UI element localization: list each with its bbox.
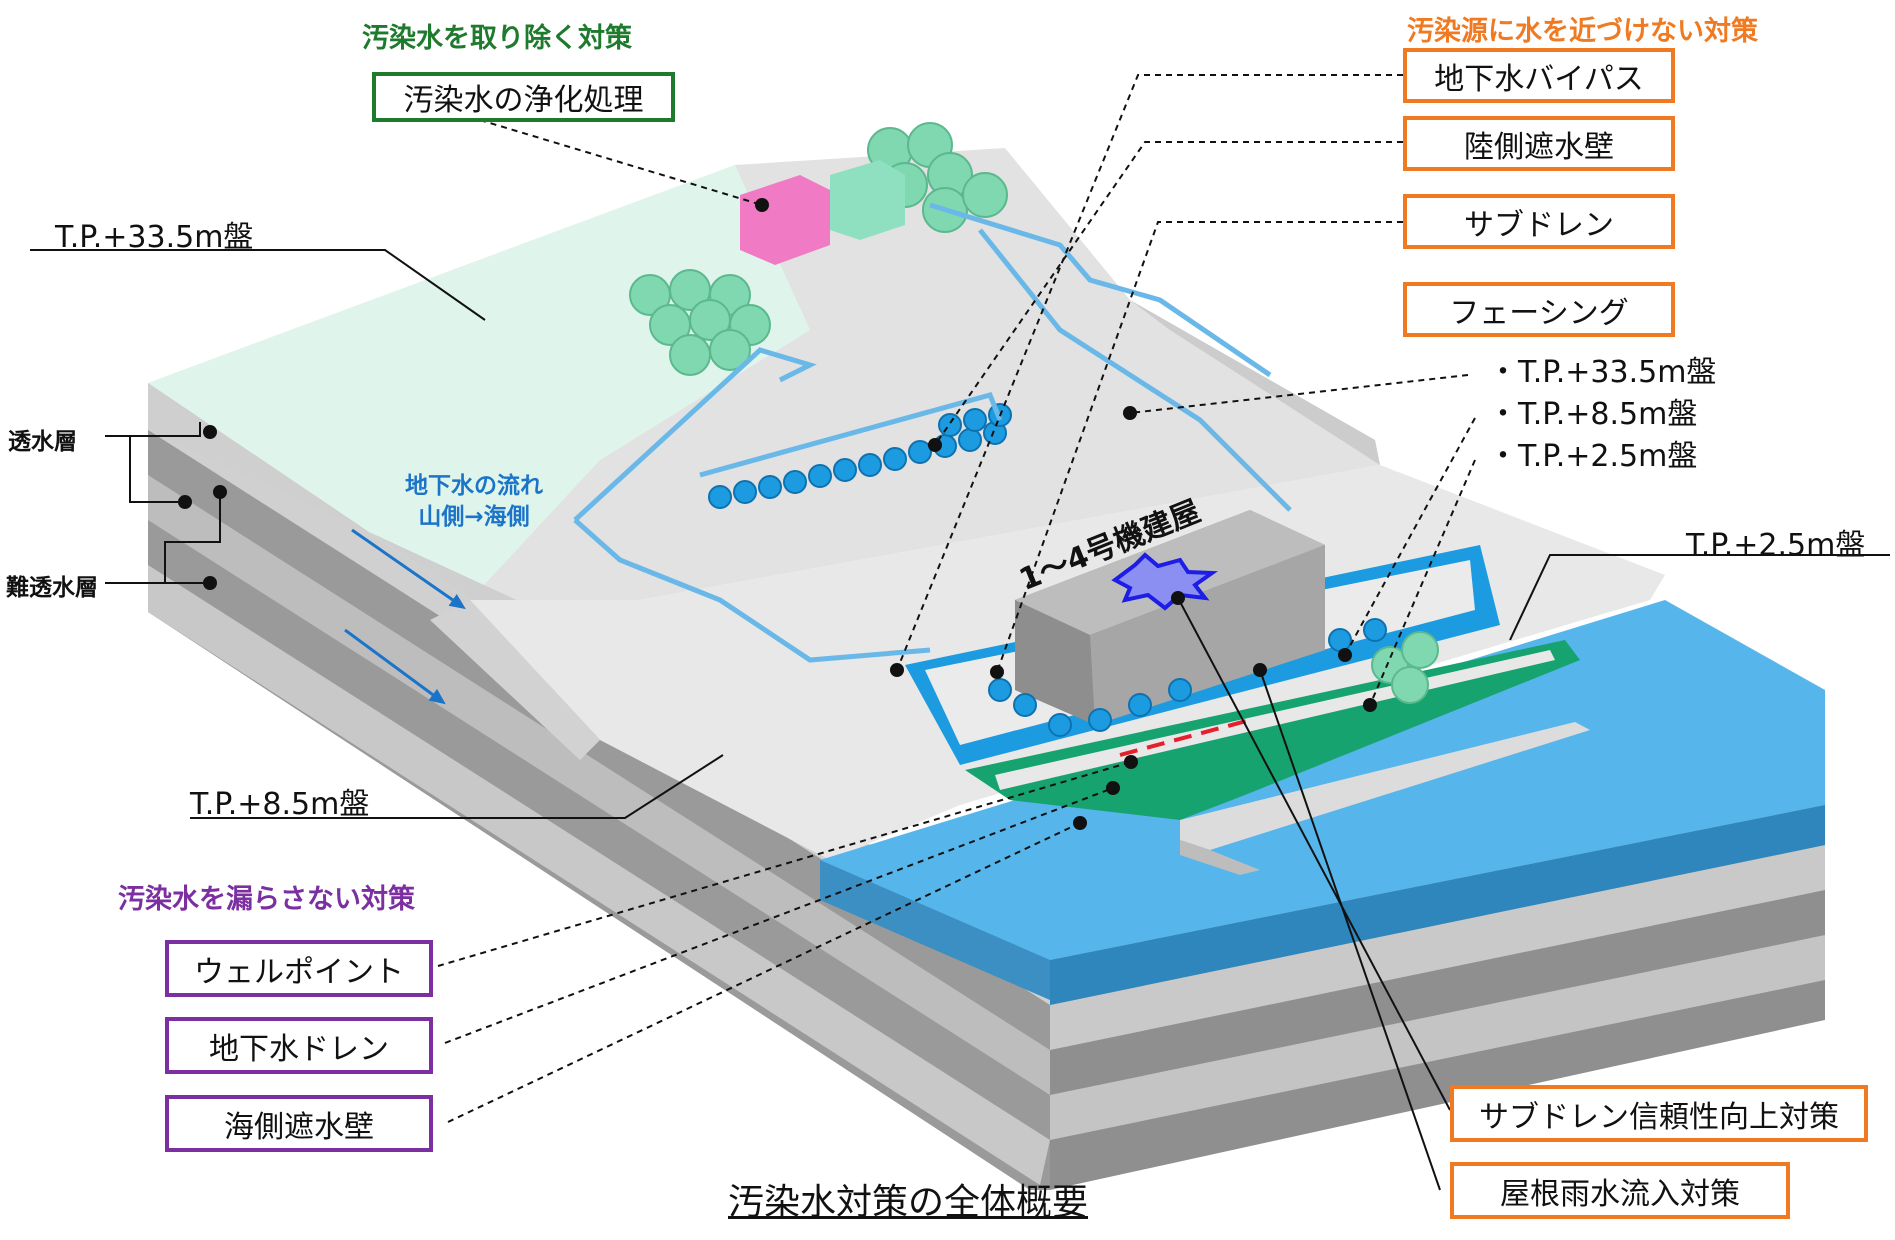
sea <box>820 600 1825 1005</box>
leader-lines <box>437 74 1476 1123</box>
permeable-layer-label: 透水層 <box>8 429 77 455</box>
pipes <box>573 202 1292 663</box>
groundwater-drain-box: 地下水ドレン <box>165 1017 433 1074</box>
facing-level-2-5: ・T.P.+2.5m盤 <box>1488 439 1698 474</box>
subdrain-wells <box>708 403 1387 737</box>
flow-arrows <box>344 528 466 705</box>
purification-box: 汚染水の浄化処理 <box>372 72 675 122</box>
subdrain-box: サブドレン <box>1403 194 1675 249</box>
flow-line-1: 地下水の流れ <box>405 473 543 499</box>
subdrain-reliability-box: サブドレン信頼性向上対策 <box>1450 1085 1868 1142</box>
remove-group-heading: 汚染水を取り除く対策 <box>362 23 632 54</box>
roof-rainwater-box: 屋根雨水流入対策 <box>1450 1162 1790 1219</box>
tanks-upper <box>629 122 1439 704</box>
figure-caption: 汚染水対策の全体概要 <box>728 1182 1089 1223</box>
facing-level-8-5: ・T.P.+8.5m盤 <box>1488 397 1698 432</box>
wellpoint-box: ウェルポイント <box>165 940 433 997</box>
tp-8-5-label: T.P.+8.5m盤 <box>190 787 370 822</box>
tp-2-5-label: T.P.+2.5m盤 <box>1686 528 1866 563</box>
tp-33-5-label: T.P.+33.5m盤 <box>55 220 254 255</box>
leader-dots <box>178 198 1377 830</box>
flow-line-2: 山側→海側 <box>418 504 530 530</box>
solid-leaders <box>30 249 1890 1191</box>
sea-side-wall-box: 海側遮水壁 <box>165 1095 433 1152</box>
facing-box: フェーシング <box>1403 282 1675 337</box>
impermeable-layer-label: 難透水層 <box>6 575 98 601</box>
breakwater <box>1180 722 1590 875</box>
groundwater-bypass-box: 地下水バイパス <box>1403 48 1675 103</box>
building-burst-marker <box>1111 552 1218 611</box>
land-side-wall-box: 陸側遮水壁 <box>1403 116 1675 171</box>
red-dashed-line <box>1119 718 1251 757</box>
treatment-buildings <box>740 160 905 265</box>
keep-away-group-heading: 汚染源に水を近づけない対策 <box>1407 16 1758 47</box>
facing-level-33-5: ・T.P.+33.5m盤 <box>1488 355 1717 390</box>
prevent-leak-group-heading: 汚染水を漏らさない対策 <box>118 884 415 915</box>
groundwater-flow-label: 地下水の流れ 山側→海側 <box>405 471 543 533</box>
facing-levels: ・T.P.+33.5m盤 ・T.P.+8.5m盤 ・T.P.+2.5m盤 <box>1488 352 1716 478</box>
